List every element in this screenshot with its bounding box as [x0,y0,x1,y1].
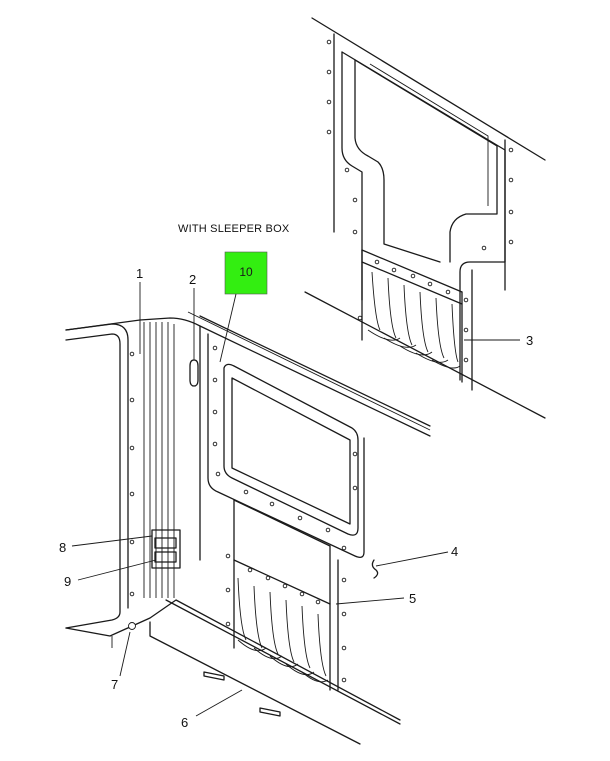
callout-5: 5 [409,591,416,606]
leader-lines [71,282,520,717]
callout-3: 3 [526,333,533,348]
callout-6: 6 [181,715,188,730]
callout-10-label: 10 [239,265,253,279]
callout-4: 4 [451,544,458,559]
callout-7: 7 [111,677,118,692]
callout-10-highlight [224,251,268,295]
callout-8: 8 [59,540,66,555]
cab-rear-wall [65,311,431,745]
callout-9: 9 [64,574,71,589]
sleeper-box-detail [304,17,546,419]
callout-1: 1 [136,266,143,281]
callout-2: 2 [189,272,196,287]
detail-caption: WITH SLEEPER BOX [178,223,290,235]
